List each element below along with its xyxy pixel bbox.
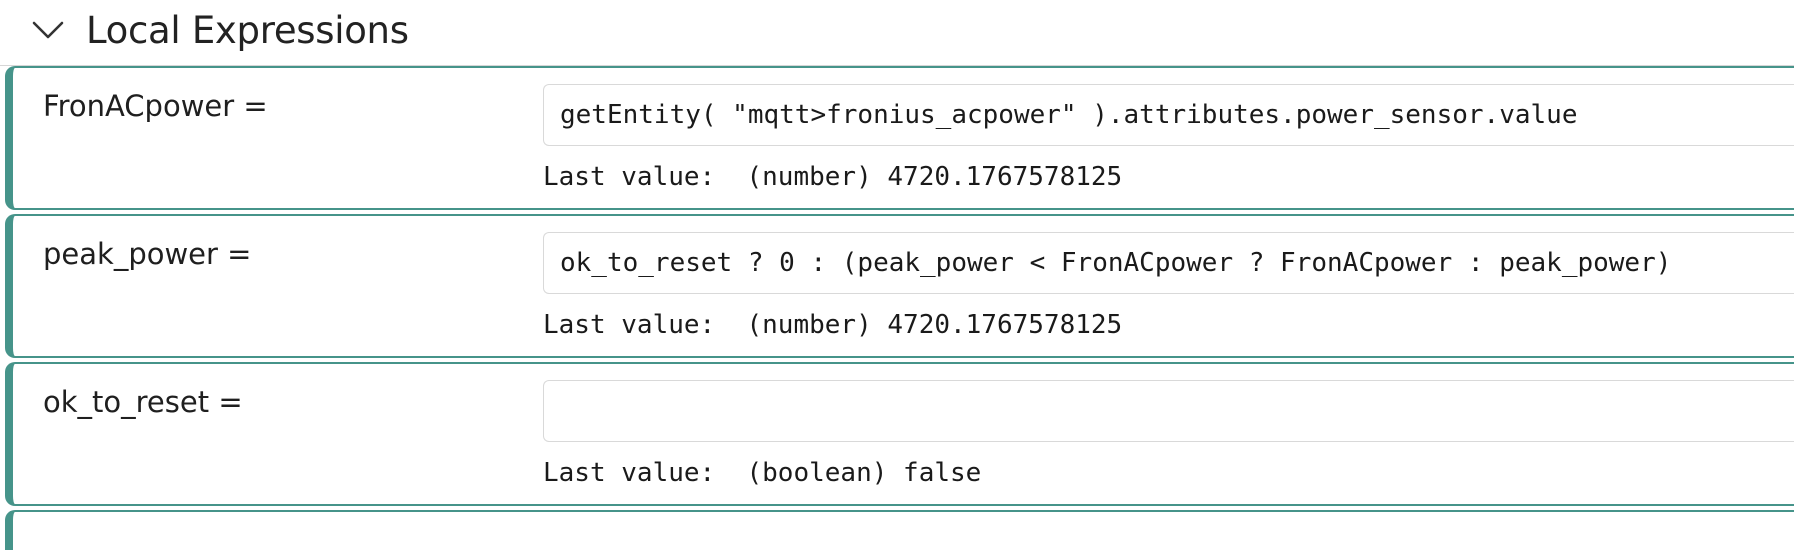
- expression-name: peak_power =: [43, 237, 252, 271]
- expression-input[interactable]: ok_to_reset ? 0 : (peak_power < FronACpo…: [543, 232, 1794, 294]
- expression-list: FronACpower = getEntity( "mqtt>fronius_a…: [5, 66, 1794, 554]
- expression-input[interactable]: getEntity( "mqtt>fronius_acpower" ).attr…: [543, 84, 1794, 146]
- chevron-down-icon[interactable]: [30, 12, 66, 48]
- last-value-type: (boolean): [746, 458, 888, 488]
- last-value-type: (number): [746, 162, 872, 192]
- last-value: Last value: (number) 4720.1767578125: [543, 160, 1122, 194]
- expression-name: FronACpower =: [43, 89, 268, 123]
- expression-row-fronacpower: FronACpower = getEntity( "mqtt>fronius_a…: [5, 66, 1794, 210]
- expression-name: ok_to_reset =: [43, 385, 243, 419]
- section-title: Local Expressions: [86, 9, 409, 52]
- last-value-label: Last value:: [543, 310, 716, 340]
- last-value-number: false: [903, 458, 982, 488]
- last-value: Last value: (number) 4720.1767578125: [543, 308, 1122, 342]
- last-value-number: 4720.1767578125: [887, 162, 1123, 192]
- last-value-number: 4720.1767578125: [887, 310, 1123, 340]
- last-value-type: (number): [746, 310, 872, 340]
- last-value-label: Last value:: [543, 458, 716, 488]
- expression-row-peak-power: peak_power = ok_to_reset ? 0 : (peak_pow…: [5, 214, 1794, 358]
- last-value-label: Last value:: [543, 162, 716, 192]
- expression-row-ok-to-reset: ok_to_reset = Last value: (boolean) fals…: [5, 362, 1794, 506]
- expression-row-next: [5, 510, 1794, 550]
- last-value: Last value: (boolean) false: [543, 456, 981, 490]
- expression-input[interactable]: [543, 380, 1794, 442]
- local-expressions-header[interactable]: Local Expressions: [0, 0, 1794, 66]
